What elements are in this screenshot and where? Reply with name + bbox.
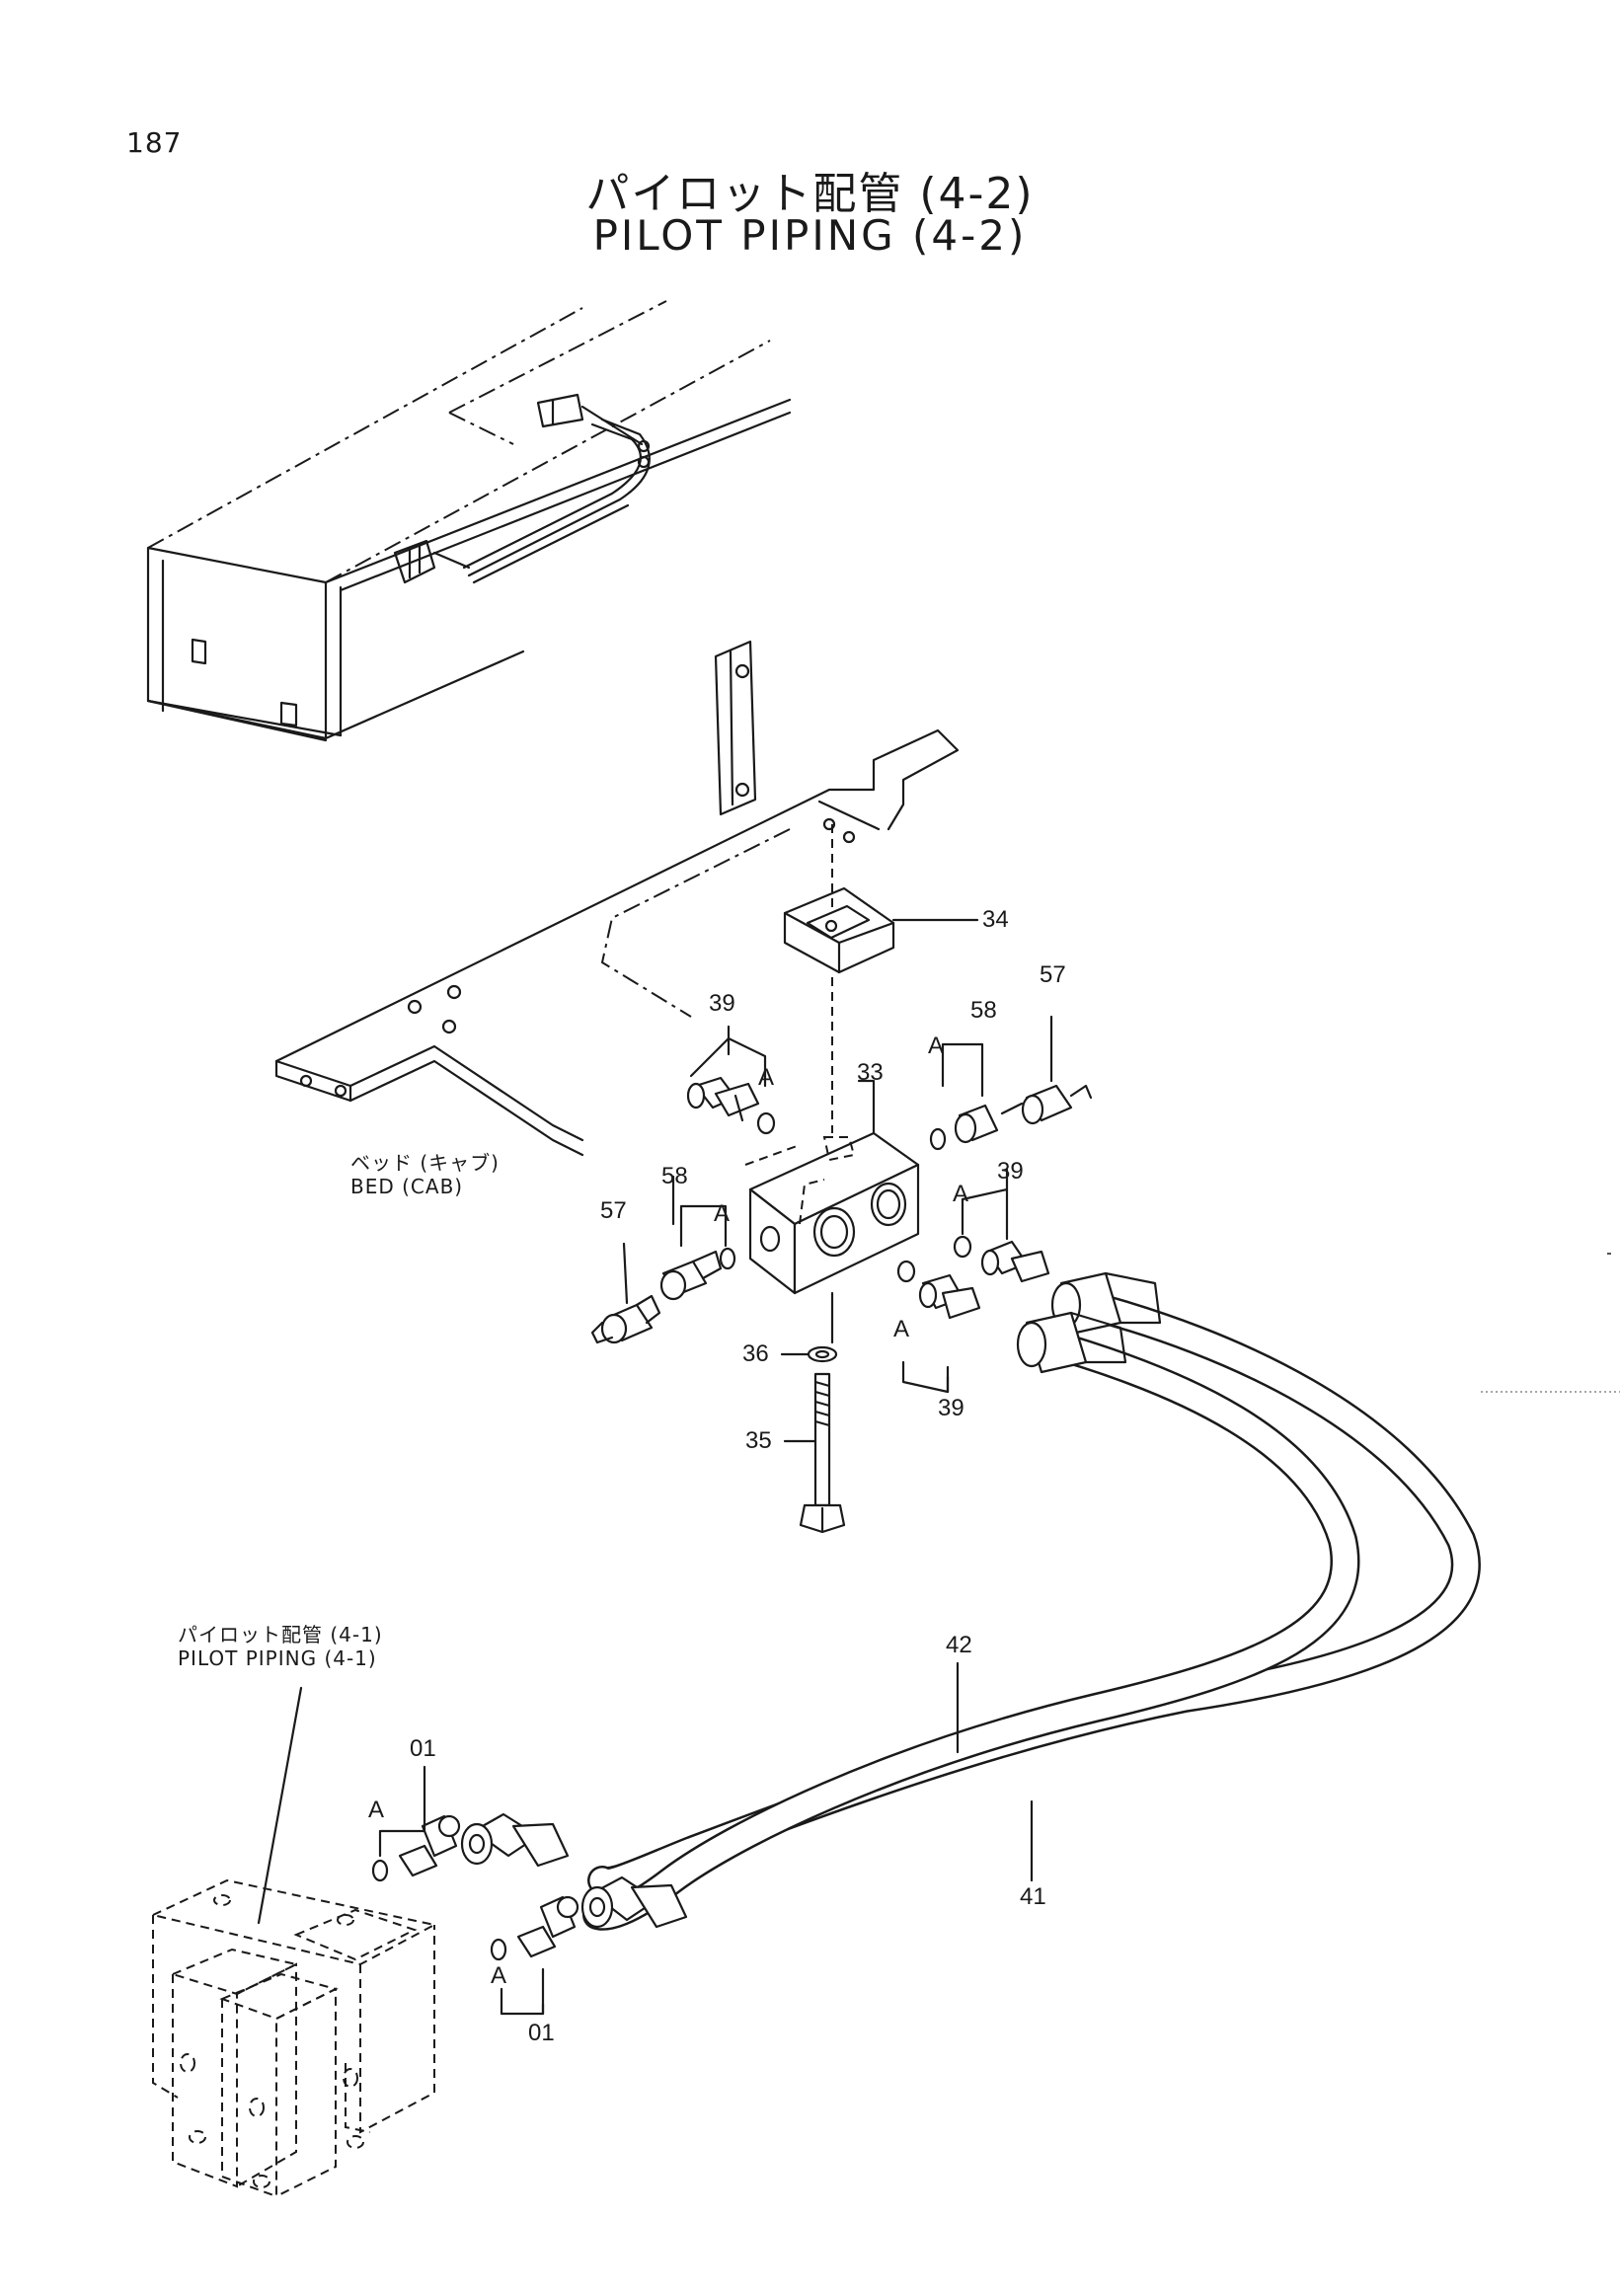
- callout-a: A: [368, 1797, 385, 1823]
- callout-a: A: [714, 1200, 731, 1227]
- fittings-right-57-58: [929, 1015, 1093, 1151]
- part-33-valve-block: [744, 977, 920, 1344]
- callout-a: A: [893, 1316, 910, 1342]
- page-title-japanese: パイロット配管 (4-2): [585, 169, 1035, 219]
- cab-frame-phantom: [146, 300, 792, 742]
- callout-39-lower: 39: [938, 1395, 964, 1421]
- callout-01-upper: 01: [410, 1735, 436, 1762]
- callout-35: 35: [745, 1427, 772, 1454]
- bed-cab-plate: [274, 640, 960, 1157]
- callout-36: 36: [742, 1340, 769, 1367]
- callout-a: A: [758, 1064, 775, 1091]
- fitting-39-upper-left: [686, 1025, 776, 1135]
- page-number: 187: [126, 126, 183, 159]
- callout-42: 42: [946, 1632, 972, 1658]
- reference-label-japanese: パイロット配管 (4-1): [178, 1623, 383, 1646]
- callout-34: 34: [982, 906, 1009, 933]
- callout-a: A: [953, 1181, 969, 1207]
- callout-a: A: [491, 1962, 507, 1989]
- callout-33: 33: [857, 1059, 884, 1086]
- bed-label-english: BED (CAB): [350, 1175, 464, 1198]
- callout-a: A: [928, 1033, 945, 1059]
- bolt-35-washer-36: [780, 1345, 846, 1534]
- hoses-41-42: [460, 1271, 1481, 1931]
- callout-58-right: 58: [970, 997, 997, 1024]
- fitting-39-right: [953, 1168, 1050, 1283]
- fittings-left-57-58: [590, 1175, 736, 1344]
- bed-label-japanese: ベッド (キャブ): [350, 1151, 500, 1175]
- callout-39-right: 39: [997, 1158, 1024, 1185]
- part-34-bracket: [783, 824, 979, 974]
- fittings-01: [371, 1765, 579, 2016]
- callout-01-lower: 01: [528, 2020, 555, 2046]
- callout-57-left: 57: [600, 1197, 627, 1224]
- callout-58-left: 58: [661, 1163, 688, 1189]
- fitting-39-lower: [896, 1260, 981, 1394]
- callout-57-right: 57: [1040, 961, 1066, 988]
- page-title-english: PILOT PIPING (4-2): [592, 211, 1028, 260]
- callout-39-upper-left: 39: [709, 990, 735, 1017]
- reference-label-english: PILOT PIPING (4-1): [178, 1646, 377, 1670]
- pilot-valve-assembly-phantom: [149, 1686, 437, 2198]
- callout-41: 41: [1020, 1883, 1046, 1910]
